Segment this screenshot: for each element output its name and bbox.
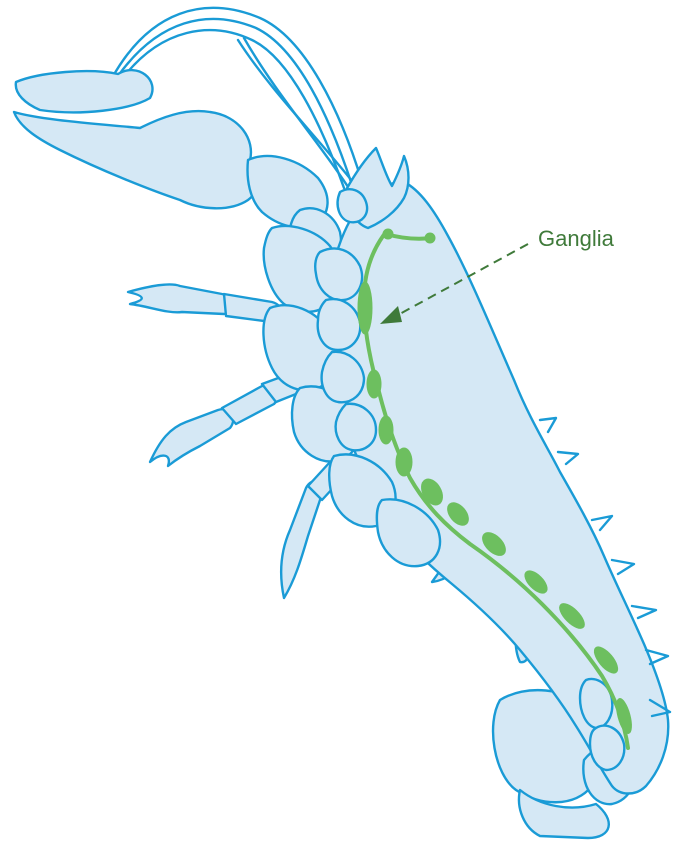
ganglia-label: Ganglia bbox=[538, 226, 614, 252]
ganglion-2 bbox=[367, 370, 381, 398]
ganglion-3 bbox=[379, 416, 393, 444]
ganglion-brain bbox=[383, 229, 393, 239]
ganglion-brain-right bbox=[425, 233, 435, 243]
ganglion-4 bbox=[396, 448, 412, 476]
ganglion-1 bbox=[358, 282, 372, 334]
